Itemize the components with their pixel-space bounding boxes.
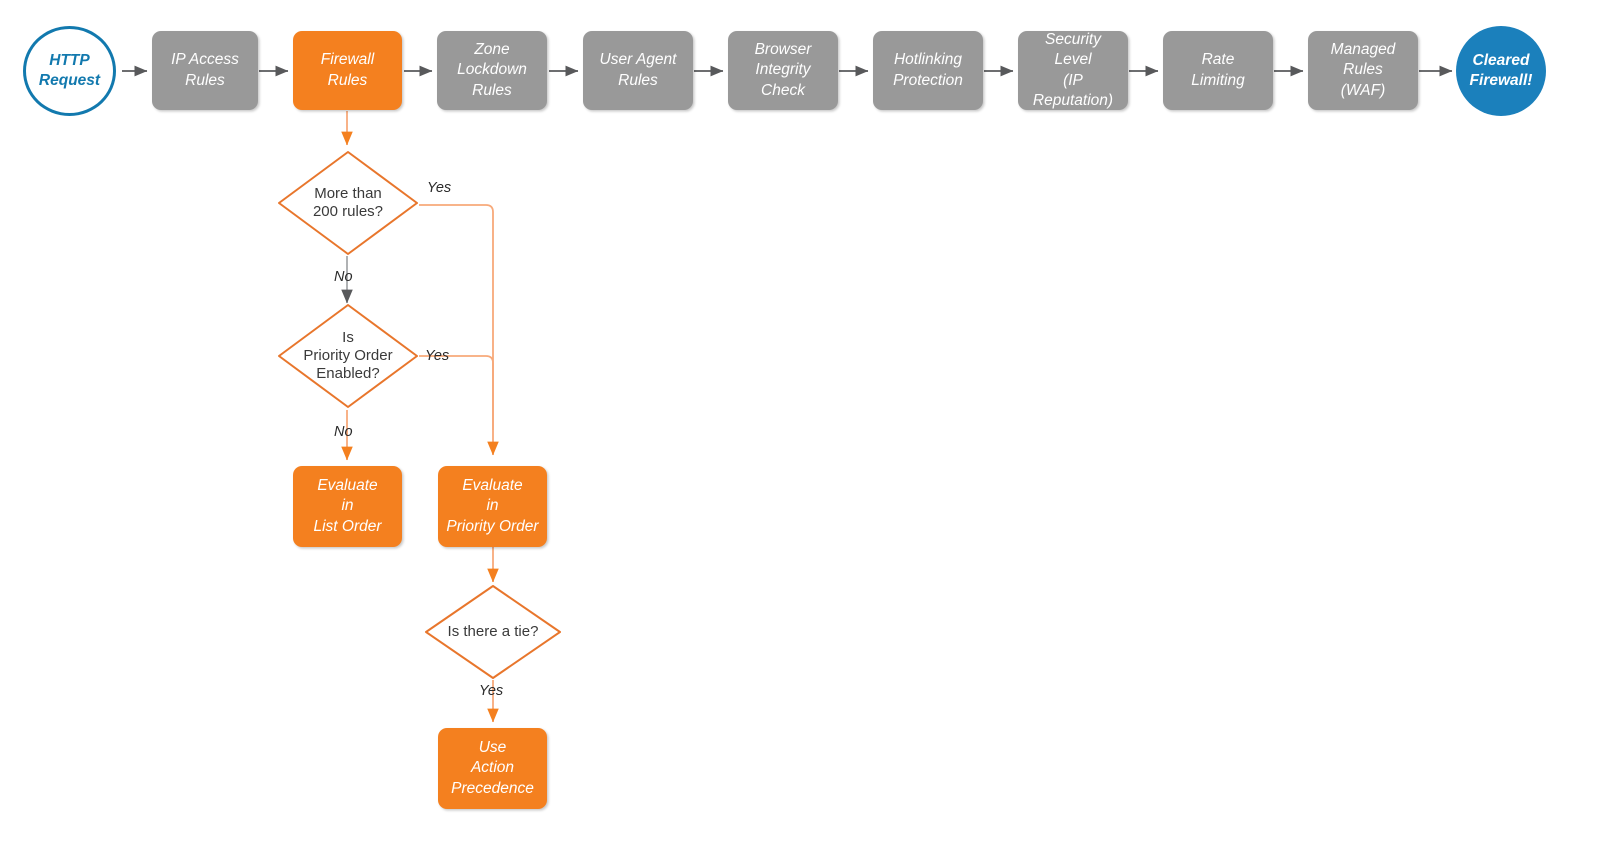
- action-line2: Action: [470, 759, 515, 777]
- node-security-level[interactable]: Security Level (IP Reputation): [1018, 31, 1128, 110]
- rate-line1: Rate: [1201, 51, 1235, 69]
- node-user-agent-rules[interactable]: User Agent Rules: [583, 31, 693, 110]
- diamond-shape-1: [278, 151, 418, 255]
- listorder-line3: List Order: [313, 517, 382, 535]
- decision2-line3: Enabled?: [316, 365, 380, 383]
- node-http-request[interactable]: HTTP Request: [23, 26, 116, 116]
- node-decision-is-there-a-tie[interactable]: Is there a tie?: [424, 584, 562, 680]
- firewall-line2: Rules: [327, 71, 368, 89]
- edge-label-tie-yes: Yes: [479, 683, 504, 699]
- browser-line1: Browser: [754, 41, 812, 59]
- managed-line2: Rules: [1343, 61, 1383, 79]
- http-request-line1: HTTP: [49, 51, 90, 69]
- managed-line1: Managed: [1330, 41, 1396, 59]
- node-firewall-rules[interactable]: Firewall Rules: [293, 31, 402, 110]
- decision2-line1: Is: [342, 328, 354, 346]
- action-line1: Use: [478, 739, 507, 757]
- decision3-line1: Is there a tie?: [447, 622, 539, 640]
- ip-access-line2: Rules: [185, 71, 225, 89]
- browser-line2: Integrity: [755, 61, 811, 79]
- http-request-line2: Request: [38, 72, 101, 89]
- decision1-line1: More than: [314, 184, 382, 202]
- listorder-line1: Evaluate: [317, 477, 378, 495]
- edge-decision1-yes-to-priority: [419, 204, 499, 456]
- cleared-line2: Firewall!: [1469, 72, 1533, 89]
- edge-label-decision2-no: No: [334, 424, 353, 440]
- security-line3: (IP Reputation): [1032, 71, 1114, 109]
- hotlinking-line2: Protection: [893, 71, 963, 89]
- security-line1: Security: [1045, 31, 1101, 49]
- edge-label-decision2-yes: Yes: [425, 348, 450, 364]
- useragent-line2: Rules: [618, 71, 658, 89]
- action-line3: Precedence: [451, 779, 534, 797]
- node-ip-access-rules[interactable]: IP Access Rules: [152, 31, 258, 110]
- cleared-line1: Cleared: [1472, 51, 1530, 69]
- diamond-shape-2: [278, 304, 418, 408]
- node-decision-priority-order-enabled[interactable]: Is Priority Order Enabled?: [277, 303, 419, 409]
- decision1-line2: 200 rules?: [312, 203, 384, 220]
- ip-access-line1: IP Access: [171, 51, 239, 69]
- node-zone-lockdown-rules[interactable]: Zone Lockdown Rules: [437, 31, 547, 110]
- priorityorder-line3: Priority Order: [446, 517, 539, 535]
- firewall-line1: Firewall: [320, 51, 375, 69]
- node-cleared-firewall[interactable]: Cleared Firewall!: [1456, 26, 1546, 116]
- edge-label-decision1-yes: Yes: [427, 180, 452, 196]
- zone-line2: Lockdown: [457, 61, 527, 79]
- node-rate-limiting[interactable]: Rate Limiting: [1163, 31, 1273, 110]
- decision2-line2: Priority Order: [303, 346, 393, 364]
- node-hotlinking-protection[interactable]: Hotlinking Protection: [873, 31, 983, 110]
- edge-label-decision1-no: No: [334, 269, 353, 285]
- listorder-line2: in: [341, 497, 354, 515]
- managed-line3: (WAF): [1340, 81, 1386, 99]
- useragent-line1: User Agent: [599, 51, 677, 69]
- node-decision-more-than-200-rules[interactable]: More than 200 rules?: [277, 150, 419, 256]
- zone-line3: Rules: [472, 81, 512, 99]
- node-evaluate-in-list-order[interactable]: Evaluate in List Order: [293, 466, 402, 547]
- node-evaluate-in-priority-order[interactable]: Evaluate in Priority Order: [438, 466, 547, 547]
- browser-line3: Check: [761, 81, 805, 99]
- security-line2: Level: [1054, 51, 1092, 69]
- rate-line2: Limiting: [1191, 71, 1245, 89]
- node-managed-rules-waf[interactable]: Managed Rules (WAF): [1308, 31, 1418, 110]
- diamond-shape-3: [425, 585, 561, 679]
- edge-decision2-yes-to-priority: [419, 355, 494, 430]
- zone-line1: Zone: [474, 41, 510, 59]
- hotlinking-line1: Hotlinking: [893, 51, 963, 69]
- priorityorder-line2: in: [486, 497, 499, 515]
- node-use-action-precedence[interactable]: Use Action Precedence: [438, 728, 547, 809]
- priorityorder-line1: Evaluate: [462, 477, 523, 495]
- node-browser-integrity-check[interactable]: Browser Integrity Check: [728, 31, 838, 110]
